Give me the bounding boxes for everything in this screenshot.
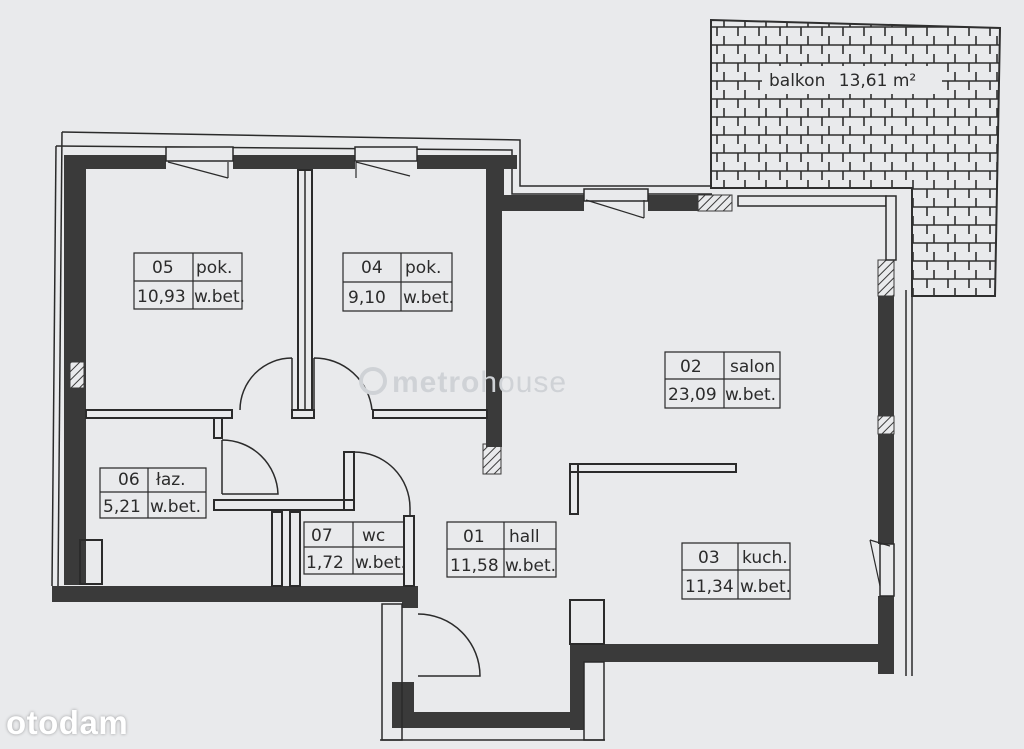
room-name: hall — [509, 527, 540, 547]
room-floor: w.bet. — [403, 288, 454, 308]
room-number: 01 — [463, 527, 485, 547]
room-area: 5,21 — [103, 497, 141, 517]
room-number: 04 — [361, 258, 383, 278]
room-floor: w.bet. — [725, 385, 776, 405]
room-floor: w.bet. — [505, 556, 556, 576]
room-area: 23,09 — [668, 385, 717, 405]
room-number: 06 — [118, 470, 140, 490]
room-floor: w.bet. — [355, 553, 406, 573]
room-floor: w.bet. — [194, 287, 245, 307]
hatched-walls — [69, 194, 895, 475]
room-number: 02 — [680, 357, 702, 377]
room-name: salon — [730, 357, 775, 377]
room-number: 07 — [311, 526, 333, 546]
room-area: 9,10 — [348, 288, 386, 308]
room-area: 11,34 — [685, 577, 734, 597]
room-number: 05 — [152, 258, 174, 278]
exterior-walls — [52, 155, 894, 730]
window-sashes — [167, 161, 891, 587]
room-number: 03 — [698, 548, 720, 568]
room-name: kuch. — [742, 548, 788, 568]
balcony: balkon 13,61 m² — [710, 18, 1002, 297]
room-label-03: 03 kuch. 11,34 w.bet. — [681, 542, 791, 600]
room-label-06: 06 łaz. 5,21 w.bet. — [99, 467, 207, 519]
room-label-07: 07 wc 1,72 w.bet. — [303, 521, 406, 575]
room-area: 1,72 — [306, 553, 344, 573]
room-labels: 05 pok. 10,93 w.bet. 04 pok. 9,10 w.bet.… — [99, 252, 791, 600]
room-label-05: 05 pok. 10,93 w.bet. — [133, 252, 245, 310]
room-name: wc — [362, 526, 385, 546]
balcony-label: balkon 13,61 m² — [769, 71, 916, 91]
room-name: łaz. — [156, 470, 186, 490]
svg-text:metrohouse: metrohouse — [392, 366, 567, 399]
windows — [165, 146, 897, 597]
room-label-04: 04 pok. 9,10 w.bet. — [342, 252, 454, 312]
room-area: 10,93 — [137, 287, 186, 307]
room-floor: w.bet. — [740, 577, 791, 597]
room-floor: w.bet. — [150, 497, 201, 517]
room-label-02: 02 salon 23,09 w.bet. — [664, 351, 781, 409]
watermark-logo-icon — [359, 367, 387, 395]
room-label-01: 01 hall 11,58 w.bet. — [446, 521, 557, 578]
room-area: 11,58 — [450, 556, 499, 576]
room-name: pok. — [405, 258, 441, 278]
outer-outline — [51, 131, 913, 741]
interior-walls — [79, 169, 737, 741]
site-logo: otodam — [6, 704, 129, 741]
doors — [221, 357, 481, 677]
watermark: metrohouse — [359, 366, 567, 399]
room-name: pok. — [196, 258, 232, 278]
